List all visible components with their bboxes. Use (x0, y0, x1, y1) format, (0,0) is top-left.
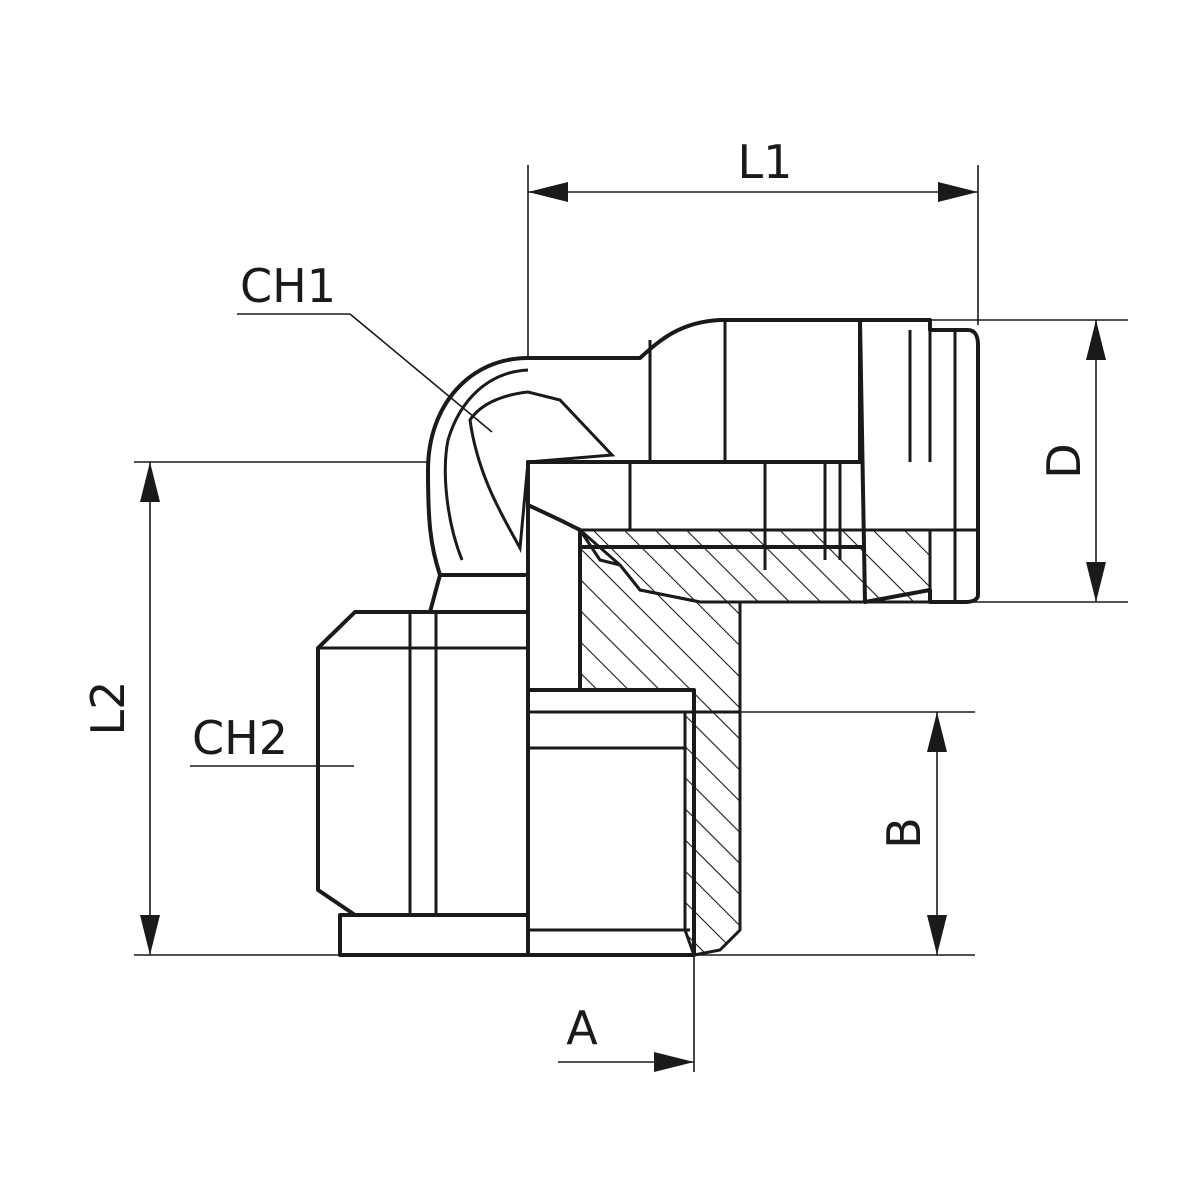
arrow-l2-bottom (140, 915, 160, 955)
neck (428, 573, 530, 614)
swivel-inner-curve (443, 368, 529, 561)
arrow-l2-top (140, 462, 160, 502)
label-l1: L1 (738, 135, 793, 189)
label-d: D (1037, 443, 1091, 478)
arrow-d-bottom (1086, 562, 1106, 602)
section-hatch-port (683, 710, 742, 957)
dimension-lines (140, 182, 1106, 1072)
arrow-d-top (1086, 320, 1106, 360)
label-ch1: CH1 (240, 259, 336, 313)
female-port (526, 688, 696, 957)
ch1-leader (349, 313, 493, 433)
central-stem (526, 503, 582, 692)
arrow-a-right (654, 1052, 694, 1072)
label-a: A (566, 1001, 598, 1055)
arrow-b-top (927, 712, 947, 752)
arrow-l1-left (528, 182, 568, 202)
leader-lines (190, 313, 493, 767)
label-ch2: CH2 (192, 711, 288, 765)
swivel-inner-cut (468, 390, 616, 554)
label-l2: L2 (81, 681, 135, 736)
arrow-b-bottom (927, 915, 947, 955)
hex-collar (338, 913, 530, 957)
elbow-fitting (316, 318, 980, 957)
dimension-labels: L1 CH1 D L2 CH2 B A (81, 135, 1091, 1055)
hex-nut (316, 610, 530, 917)
elbow-swivel (426, 318, 862, 577)
label-b: B (877, 817, 931, 849)
arrow-l1-right (938, 182, 978, 202)
